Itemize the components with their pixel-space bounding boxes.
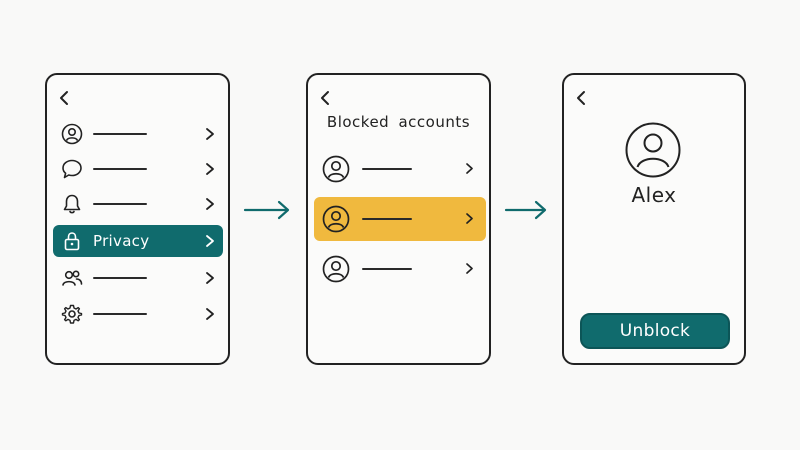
lock-icon (64, 232, 80, 251)
bell-icon (63, 194, 81, 214)
settings-item-notifications[interactable] (53, 188, 223, 220)
chevron-right-icon (206, 235, 214, 247)
users-icon (62, 270, 83, 286)
placeholder-line (93, 277, 147, 279)
flow-arrow-icon (243, 200, 290, 220)
placeholder-line (362, 268, 412, 270)
unblock-button[interactable]: Unblock (580, 313, 730, 349)
chevron-right-icon (466, 263, 473, 274)
blocked-account-row-selected[interactable] (314, 197, 486, 241)
privacy-label: Privacy (93, 232, 150, 250)
user-icon (322, 205, 350, 233)
chevron-right-icon (206, 163, 214, 175)
user-icon (61, 123, 83, 145)
chevron-right-icon (466, 213, 473, 224)
chat-icon (62, 159, 82, 179)
flow-arrow-icon (504, 200, 547, 220)
user-icon (322, 155, 350, 183)
profile-screen: Alex Unblock (562, 73, 746, 365)
blocked-accounts-screen: Blocked accounts (306, 73, 491, 365)
placeholder-line (93, 133, 147, 135)
profile-name: Alex (631, 183, 677, 207)
gear-icon (61, 304, 83, 324)
back-arrow-icon[interactable] (57, 89, 73, 107)
screen-title: Blocked accounts (326, 113, 471, 131)
placeholder-line (93, 168, 147, 170)
user-icon (322, 255, 350, 283)
chevron-right-icon (206, 272, 214, 284)
settings-item-account[interactable] (53, 118, 223, 150)
placeholder-line (362, 218, 412, 220)
settings-screen: Privacy (45, 73, 230, 365)
chevron-right-icon (206, 128, 214, 140)
back-arrow-icon[interactable] (574, 89, 590, 107)
placeholder-line (93, 313, 147, 315)
placeholder-line (93, 203, 147, 205)
blocked-account-row[interactable] (314, 247, 486, 291)
settings-item-contacts[interactable] (53, 262, 223, 294)
placeholder-line (362, 168, 412, 170)
chevron-right-icon (466, 163, 473, 174)
settings-item-chats[interactable] (53, 153, 223, 185)
avatar (625, 122, 681, 178)
blocked-account-row[interactable] (314, 147, 486, 191)
settings-item-privacy[interactable]: Privacy (53, 225, 223, 257)
chevron-right-icon (206, 198, 214, 210)
back-arrow-icon[interactable] (318, 89, 334, 107)
settings-item-general[interactable] (53, 298, 223, 330)
chevron-right-icon (206, 308, 214, 320)
